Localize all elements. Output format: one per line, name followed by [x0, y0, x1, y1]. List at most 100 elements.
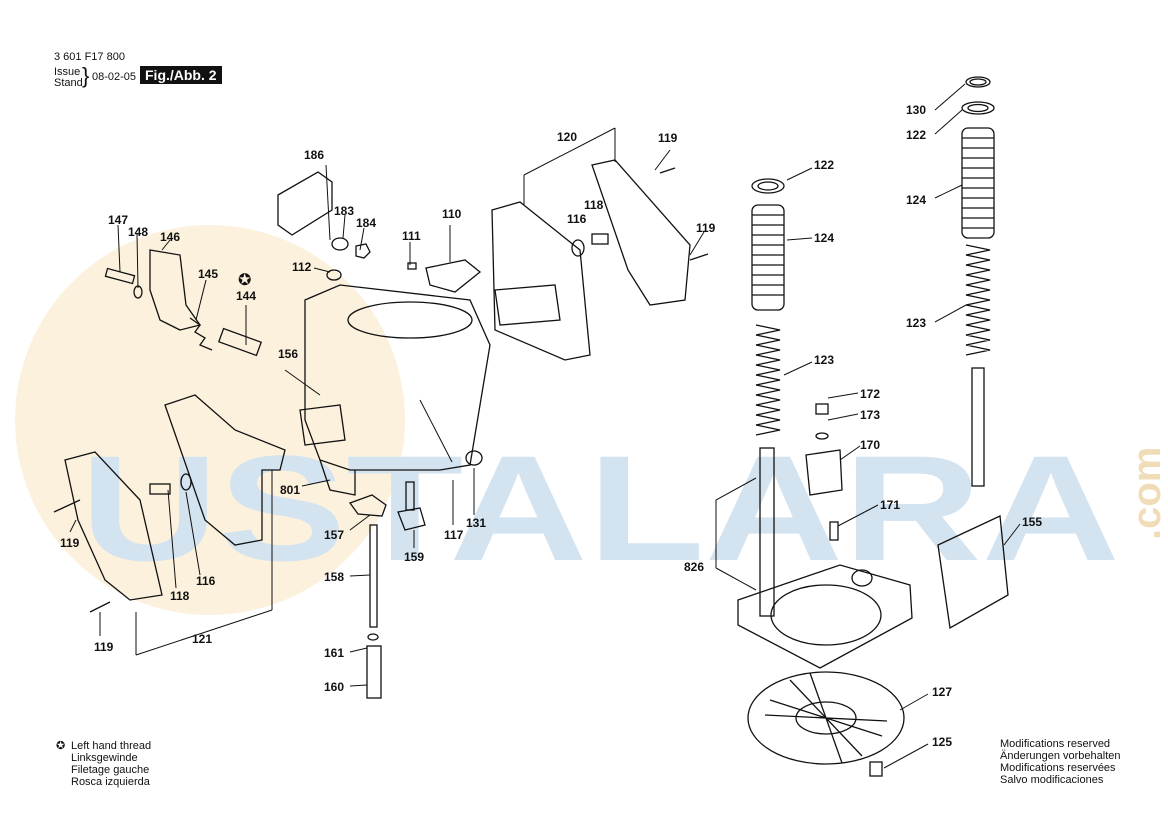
watermark-suffix: .com [1125, 447, 1168, 540]
washer-116-left [180, 473, 192, 491]
pin-171 [829, 521, 839, 541]
knob-159 [397, 507, 426, 531]
switch-110 [425, 259, 482, 293]
handle-cover-120 [491, 201, 591, 361]
mod-line-en: Modifications reserved [1000, 738, 1111, 750]
legend-icon: ✪ [56, 740, 66, 752]
label-155: 155 [1022, 515, 1042, 529]
label-112: 112 [292, 260, 312, 274]
issue-label: Issue [54, 66, 81, 78]
bracket-186 [277, 171, 333, 236]
label-147: 147 [108, 213, 128, 227]
note-line-de: Linksgewinde [71, 752, 138, 764]
label-119-top: 119 [658, 131, 678, 145]
label-119-left-bottom: 119 [94, 640, 114, 654]
handle-grip-121 [164, 394, 286, 546]
label-183: 183 [334, 204, 354, 218]
label-111: 111 [402, 229, 421, 243]
screw-118-left [149, 483, 171, 495]
callout-labels: 130 122 124 123 122 124 123 172 173 170 … [60, 103, 1042, 749]
label-130: 130 [906, 103, 926, 117]
screw-125 [869, 761, 883, 777]
router-housing [299, 284, 491, 496]
lock-157 [348, 494, 387, 517]
label-122-right: 122 [906, 128, 926, 142]
spring-124-right [961, 127, 995, 239]
washer-183 [331, 237, 349, 251]
label-186: 186 [304, 148, 324, 162]
mod-line-de: Änderungen vorbehalten [1000, 750, 1121, 762]
label-119-left-top: 119 [60, 536, 80, 550]
label-184: 184 [356, 216, 376, 230]
label-159: 159 [404, 550, 424, 564]
washer-173 [815, 432, 829, 440]
figure-badge: Fig./Abb. 2 [140, 66, 222, 84]
label-123-right: 123 [906, 316, 926, 330]
label-127: 127 [932, 685, 952, 699]
stop-160 [366, 645, 382, 699]
label-172: 172 [860, 387, 880, 401]
clamp-170 [805, 449, 843, 496]
label-144: 144 [236, 289, 256, 303]
chip-shield-155 [937, 515, 1009, 630]
leader-lines [69, 83, 1021, 769]
label-116-left: 116 [196, 574, 216, 588]
rod-158 [369, 524, 378, 628]
label-170: 170 [860, 438, 880, 452]
mod-line-fr: Modifications reservées [1000, 762, 1116, 774]
screw-119-left-a [53, 499, 81, 513]
oring-131 [465, 450, 483, 466]
label-146: 146 [160, 230, 180, 244]
watermark-text: USTALARA [80, 424, 1120, 592]
stand-label: Stand [54, 77, 83, 89]
note-line-es: Rosca izquierda [71, 776, 150, 788]
ring-122-mid [751, 178, 785, 194]
issue-date: 08-02-05 [92, 71, 137, 83]
left-hand-thread-note: Left hand thread Linksgewinde Filetage g… [71, 740, 151, 788]
label-801: 801 [280, 483, 300, 497]
screw-119-left-b [89, 601, 111, 613]
label-173: 173 [860, 408, 880, 422]
label-118-top: 118 [584, 198, 604, 212]
modifications-note: Modifications reserved Änderungen vorbeh… [1000, 738, 1120, 786]
part-number: 3 601 F17 800 [54, 51, 125, 63]
label-131: 131 [466, 516, 486, 530]
label-116-top: 116 [567, 212, 587, 226]
brace: } [82, 63, 90, 88]
label-117: 117 [444, 528, 464, 542]
handle-grip-120 [591, 159, 691, 306]
cap-112 [326, 269, 342, 281]
note-line-fr: Filetage gauche [71, 764, 150, 776]
screw-119b [689, 253, 709, 261]
label-110: 110 [442, 207, 462, 221]
base-sheet-127 [747, 671, 905, 765]
screw-111 [407, 262, 417, 270]
note-line-en: Left hand thread [71, 740, 152, 752]
label-171: 171 [880, 498, 900, 512]
screw-172 [815, 403, 829, 415]
label-156: 156 [278, 347, 298, 361]
screw-118 [591, 233, 609, 245]
label-148: 148 [128, 225, 148, 239]
spring-145 [189, 317, 213, 351]
spring-124-mid [751, 204, 785, 311]
label-120: 120 [557, 130, 577, 144]
handle-shell-121 [64, 451, 163, 601]
label-160: 160 [324, 680, 344, 694]
nut-184 [355, 243, 371, 259]
label-124-mid: 124 [814, 231, 834, 245]
guide-rod-right [971, 367, 985, 487]
mod-line-es: Salvo modificaciones [1000, 774, 1104, 786]
label-826: 826 [684, 560, 704, 574]
label-161: 161 [324, 646, 344, 660]
screw-147 [104, 267, 136, 285]
ring-130 [965, 76, 991, 88]
left-hand-thread-icon: ✪ [238, 272, 251, 289]
parts-drawing [53, 76, 1009, 777]
label-119-mid: 119 [696, 221, 716, 235]
bolt-144 [217, 327, 263, 357]
base-plate [737, 447, 913, 669]
screw-119a [659, 167, 676, 174]
label-157: 157 [324, 528, 344, 542]
